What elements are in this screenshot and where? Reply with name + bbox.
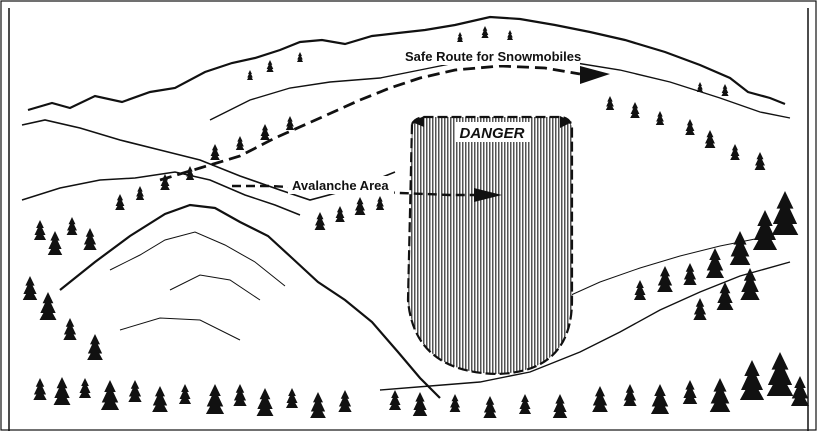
conifer-tree bbox=[136, 186, 144, 200]
conifer-tree bbox=[83, 228, 96, 250]
conifer-tree bbox=[683, 380, 698, 404]
conifer-tree bbox=[685, 119, 695, 135]
conifer-tree bbox=[507, 30, 513, 40]
conifer-tree bbox=[519, 394, 531, 414]
conifer-tree bbox=[413, 392, 428, 416]
conifer-tree bbox=[693, 298, 706, 320]
conifer-tree bbox=[335, 206, 345, 222]
conifer-tree bbox=[266, 60, 273, 72]
conifer-tree bbox=[450, 394, 461, 412]
conifer-tree bbox=[152, 386, 168, 412]
conifer-tree bbox=[721, 84, 728, 96]
conifer-tree bbox=[553, 394, 568, 418]
conifer-tree bbox=[717, 282, 734, 310]
conifer-tree bbox=[286, 388, 298, 408]
conifer-tree bbox=[128, 380, 141, 402]
safe-route-arrowhead bbox=[580, 66, 610, 84]
conifer-tree bbox=[34, 220, 46, 240]
conifer-tree bbox=[657, 266, 673, 292]
conifer-tree bbox=[710, 378, 731, 412]
conifer-tree bbox=[772, 191, 799, 235]
conifer-tree bbox=[481, 26, 488, 38]
conifer-tree bbox=[179, 384, 191, 404]
conifer-tree bbox=[634, 280, 646, 300]
conifer-tree bbox=[651, 384, 669, 414]
conifer-tree bbox=[376, 196, 384, 210]
conifer-tree bbox=[206, 384, 224, 414]
conifer-tree bbox=[623, 384, 636, 406]
danger-zone bbox=[408, 117, 572, 374]
conifer-tree bbox=[697, 82, 703, 92]
conifer-tree bbox=[115, 194, 125, 210]
conifer-tree bbox=[40, 292, 57, 320]
conifer-tree bbox=[297, 52, 303, 62]
conifer-tree bbox=[33, 378, 46, 400]
conifer-tree bbox=[740, 360, 764, 400]
conifer-tree bbox=[355, 197, 366, 215]
danger-label: DANGER bbox=[459, 125, 524, 142]
foreground-ridge-shade bbox=[110, 232, 285, 340]
conifer-tree bbox=[338, 390, 351, 412]
conifer-tree bbox=[210, 144, 220, 160]
conifer-tree bbox=[753, 210, 777, 250]
conifer-tree bbox=[233, 384, 246, 406]
conifer-tree bbox=[257, 388, 274, 416]
conifer-tree bbox=[730, 144, 740, 160]
conifer-tree bbox=[79, 378, 91, 398]
conifer-tree bbox=[730, 231, 751, 265]
conifer-tree bbox=[706, 248, 724, 278]
conifer-tree bbox=[23, 276, 38, 300]
conifer-tree bbox=[63, 318, 76, 340]
avalanche-area-label: Avalanche Area bbox=[292, 178, 389, 193]
conifer-tree bbox=[740, 268, 759, 300]
conifer-tree bbox=[630, 102, 640, 118]
conifer-tree bbox=[755, 152, 766, 170]
conifer-tree bbox=[483, 396, 496, 418]
conifer-tree bbox=[791, 376, 809, 406]
conifer-tree bbox=[48, 231, 63, 255]
conifer-tree bbox=[286, 116, 294, 130]
conifer-tree bbox=[389, 390, 401, 410]
conifer-tree bbox=[87, 334, 103, 360]
conifer-tree bbox=[247, 70, 253, 80]
conifer-tree bbox=[260, 124, 270, 140]
safe-route-label: Safe Route for Snowmobiles bbox=[405, 49, 581, 64]
conifer-tree bbox=[592, 386, 608, 412]
conifer-tree bbox=[705, 130, 716, 148]
conifer-tree bbox=[457, 32, 463, 42]
foreground-ridge bbox=[60, 205, 440, 398]
conifer-tree bbox=[310, 392, 326, 418]
conifer-tree bbox=[315, 212, 326, 230]
conifer-tree bbox=[656, 111, 664, 125]
conifer-tree bbox=[101, 380, 119, 410]
conifer-tree bbox=[683, 263, 696, 285]
conifer-tree bbox=[67, 217, 78, 235]
conifer-tree bbox=[767, 352, 794, 396]
conifer-tree bbox=[54, 377, 71, 405]
conifer-tree bbox=[236, 136, 244, 150]
conifer-tree bbox=[606, 96, 614, 110]
